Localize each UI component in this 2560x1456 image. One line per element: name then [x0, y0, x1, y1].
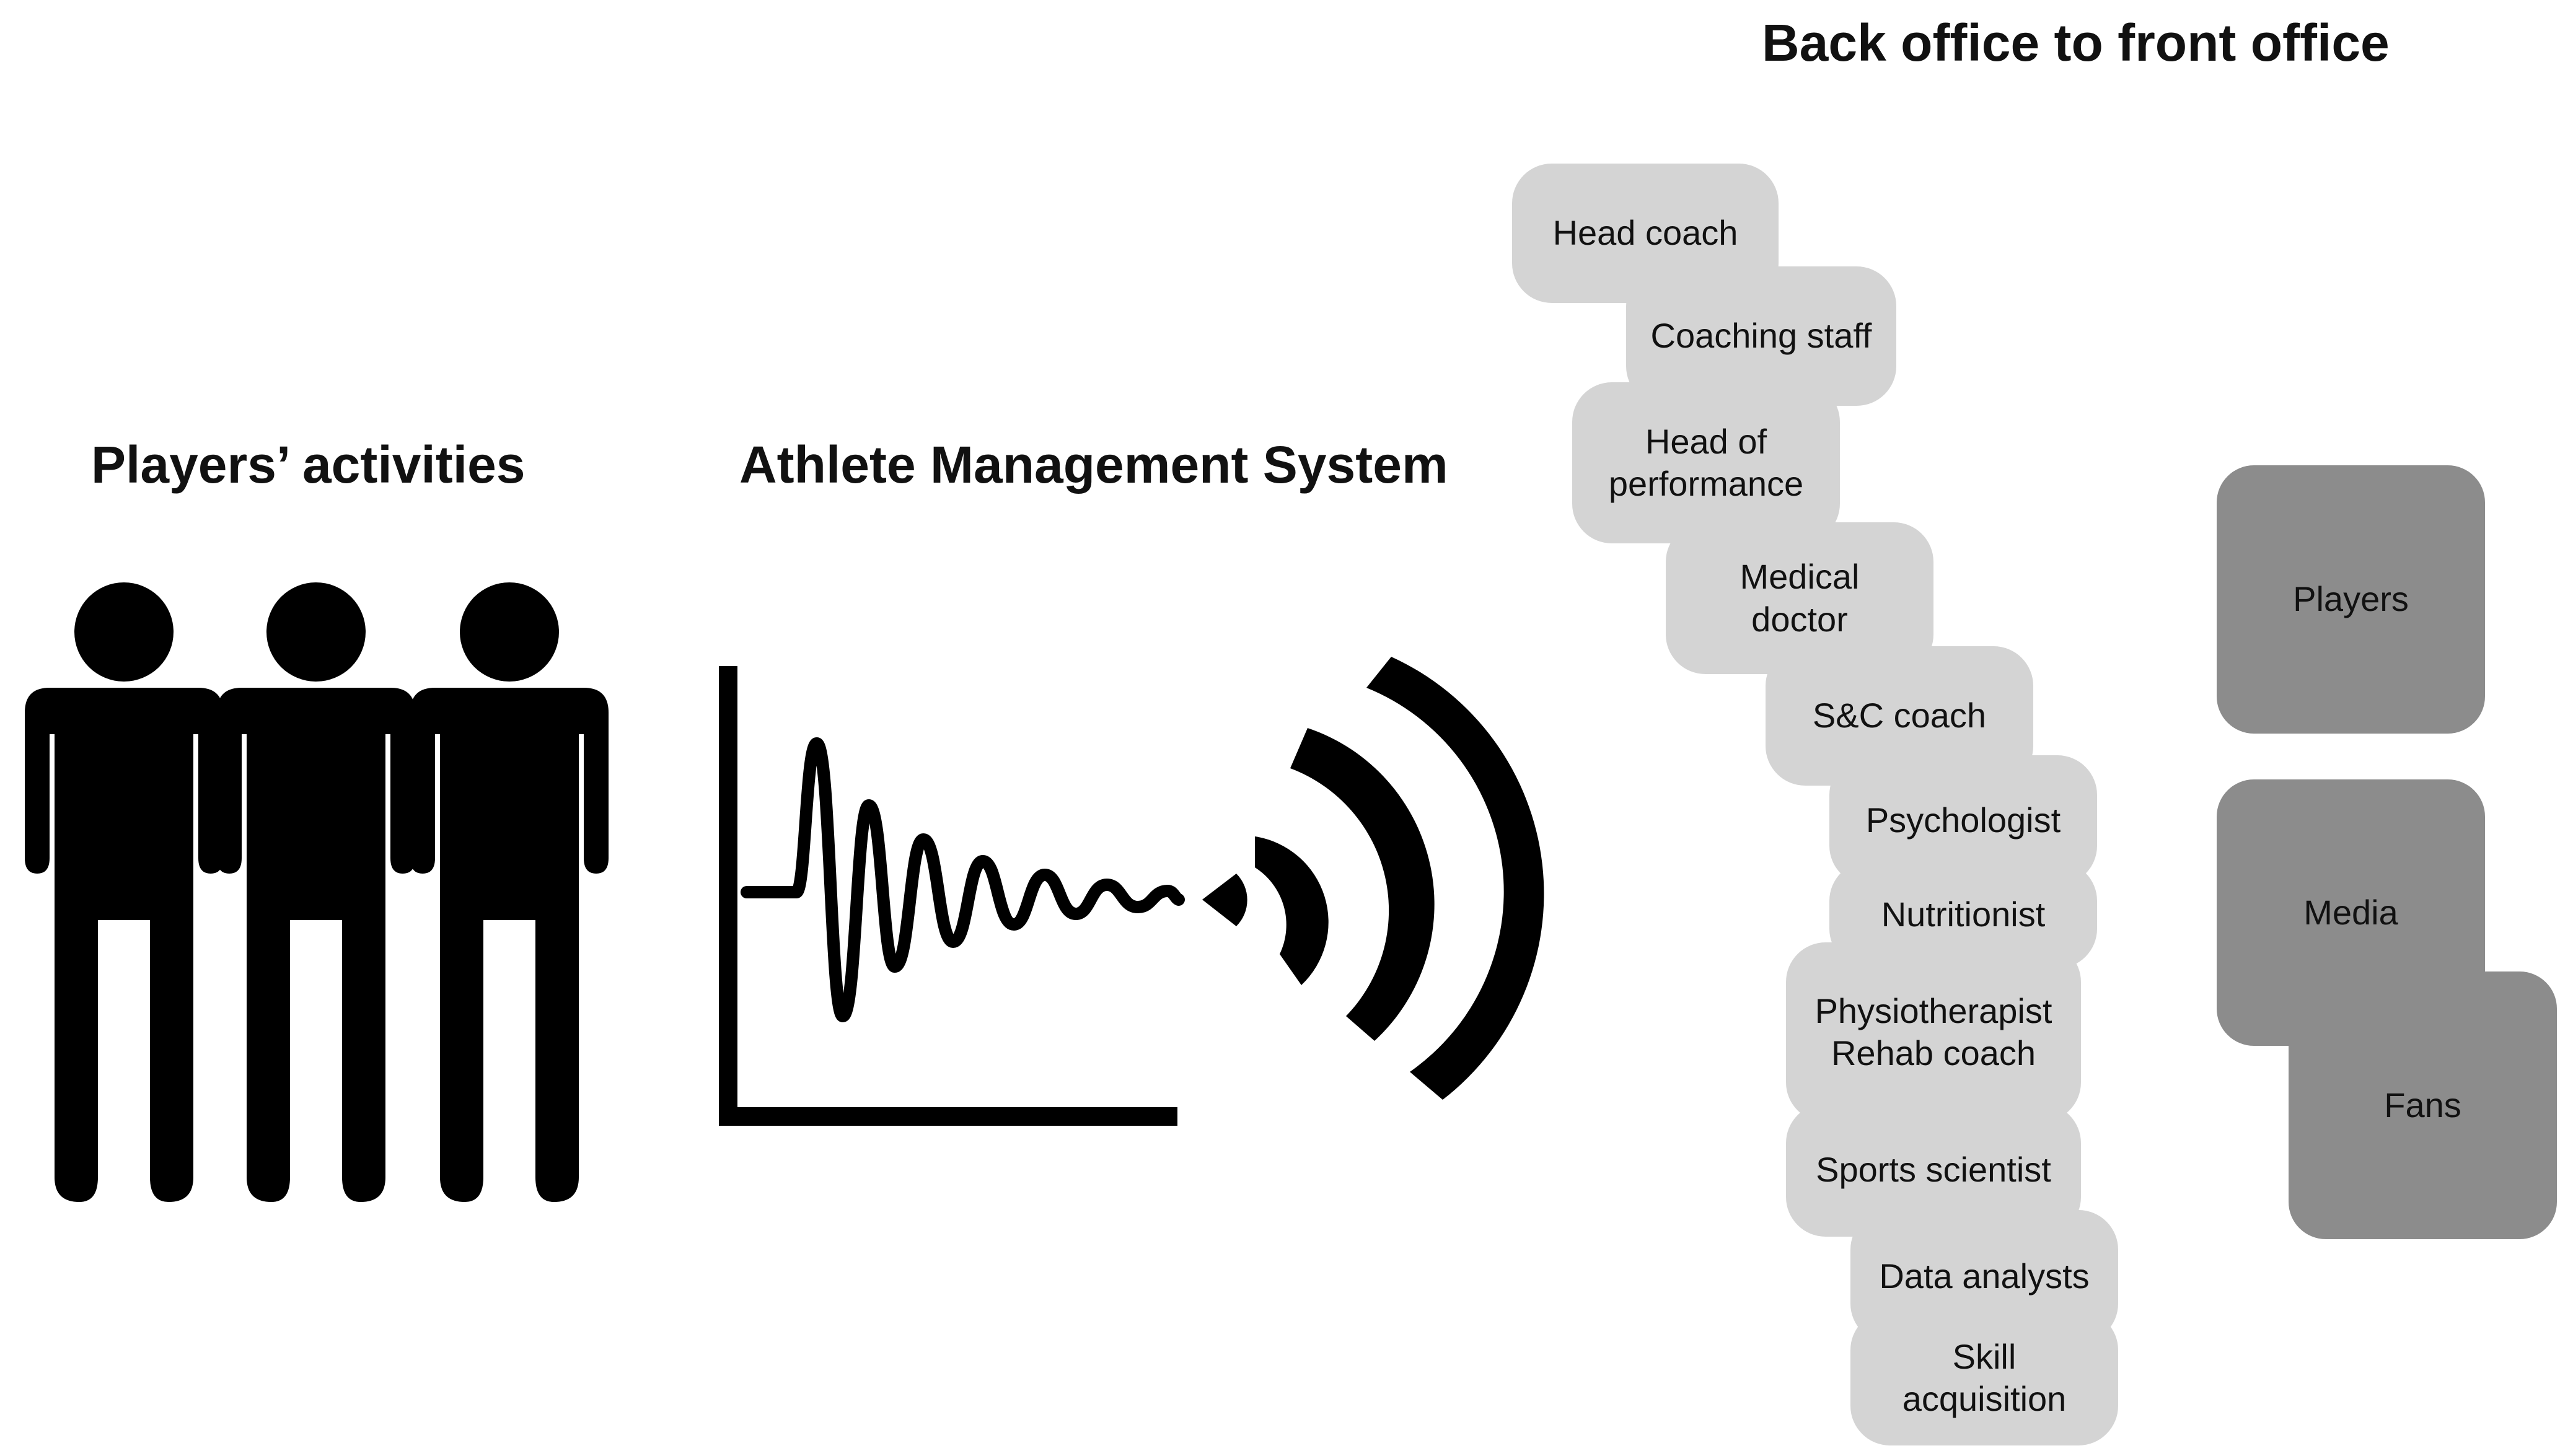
person-icon [25, 582, 223, 1202]
players-group [25, 582, 609, 1202]
role-skill-acquisition: Skill acquisition [1850, 1310, 2118, 1445]
person-icon [410, 582, 609, 1202]
role-label: Psychologist [1865, 800, 2061, 840]
front-office-label: Fans [2384, 1085, 2461, 1125]
role-physiotherapist-rehab-coach: Physiotherapist Rehab coach [1786, 942, 2081, 1122]
role-label: Medical doctor [1740, 557, 1860, 639]
role-label: Physiotherapist Rehab coach [1814, 991, 2052, 1072]
role-label: Data analysts [1879, 1256, 2090, 1296]
back-office-heading: Back office to front office [1762, 14, 2390, 72]
role-label: S&C coach [1812, 696, 1987, 735]
signal-chart-icon [719, 666, 1185, 1126]
role-label: Head of performance [1608, 421, 1804, 503]
role-label: Sports scientist [1816, 1150, 2051, 1190]
role-label: Skill acquisition [1902, 1336, 2067, 1418]
role-label: Coaching staff [1650, 316, 1872, 356]
front-office-fans: Fans [2289, 971, 2557, 1239]
front-office-players: Players [2217, 465, 2485, 734]
role-label: Nutritionist [1881, 895, 2046, 934]
person-icon [217, 582, 415, 1202]
front-office-label: Players [2293, 579, 2409, 619]
wireless-waves-icon [1202, 657, 1544, 1100]
athlete-management-system-heading: Athlete Management System [739, 436, 1448, 494]
front-office-label: Media [2303, 892, 2398, 932]
role-label: Head coach [1552, 213, 1738, 253]
players-activities-heading: Players’ activities [91, 436, 526, 494]
role-head-of-performance: Head of performance [1572, 382, 1840, 543]
